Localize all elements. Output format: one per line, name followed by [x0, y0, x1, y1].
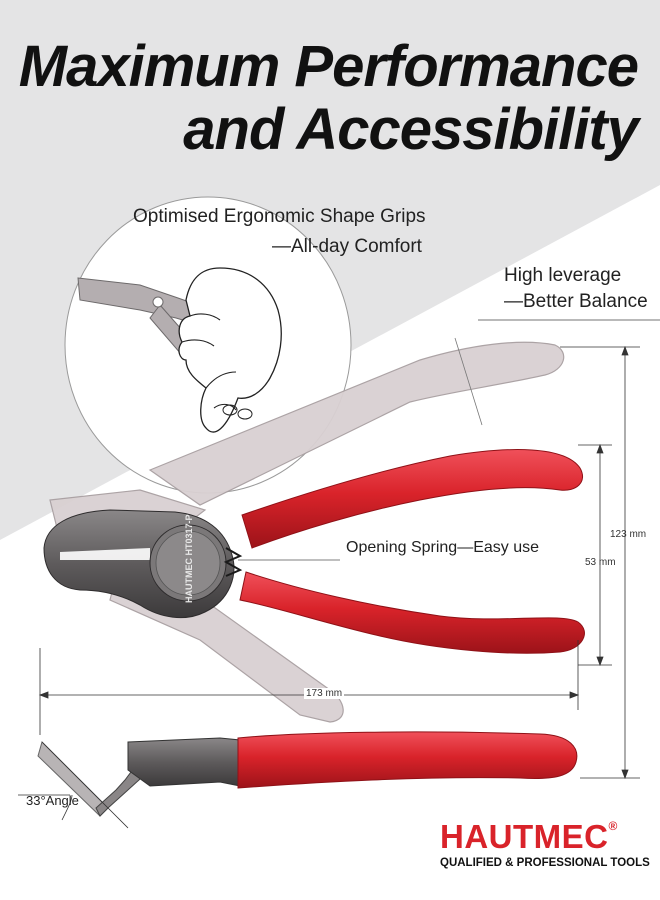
registered-mark: ® — [608, 819, 618, 833]
dimension-handle-height: 53 mm — [585, 557, 616, 568]
leverage-callout-line-2: —Better Balance — [504, 291, 648, 312]
grips-callout-line-2: —All-day Comfort — [272, 236, 422, 257]
leverage-callout-line-1: High leverage — [504, 265, 622, 286]
pliers-top-view — [43, 449, 585, 654]
pliers-side-view — [37, 731, 578, 817]
dimension-angle: 33°Angle — [26, 793, 79, 808]
headline-line-2: and Accessibility — [183, 97, 639, 162]
grips-callout-line-1: Optimised Ergonomic Shape Grips — [133, 206, 426, 227]
brand-logo: HAUTMEC® QUALIFIED & PROFESSIONAL TOOLS — [440, 818, 650, 869]
dimension-length: 173 mm — [304, 688, 345, 699]
headline-line-1: Maximum Performance — [18, 34, 639, 99]
dimension-total-height: 123 mm — [610, 529, 647, 540]
brand-name: HAUTMEC® — [440, 818, 618, 855]
brand-tagline: QUALIFIED & PROFESSIONAL TOOLS — [440, 857, 650, 869]
spring-callout: Opening Spring—Easy use — [346, 539, 539, 556]
tool-engraving: HAUTMEC HT0317-P — [184, 514, 194, 603]
ergonomic-detail-circle — [64, 196, 352, 494]
